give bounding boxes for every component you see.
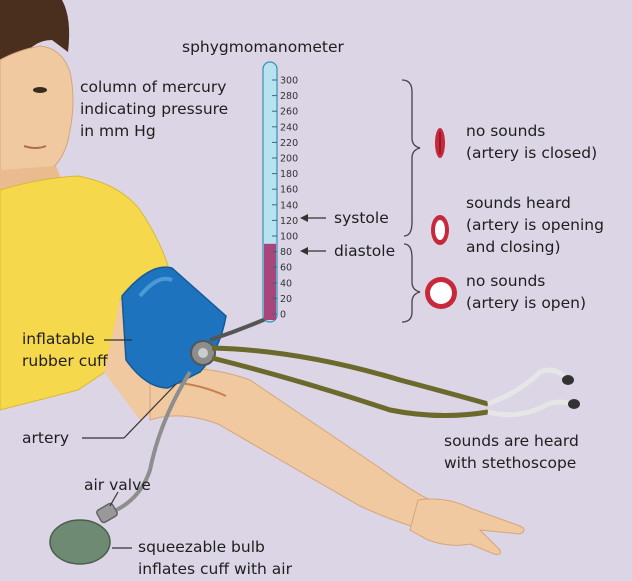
- scale-tick-label: 240: [280, 122, 298, 133]
- systole-label: systole: [334, 207, 389, 229]
- scale-tick-label: 60: [280, 263, 292, 274]
- scale-tick-label: 280: [280, 91, 298, 102]
- scale-tick-label: 120: [280, 216, 298, 227]
- mercury-column-label: column of mercury indicating pressure in…: [80, 76, 228, 142]
- scale-tick-label: 160: [280, 185, 298, 196]
- artery-open-label: no sounds (artery is open): [466, 270, 586, 314]
- scale-tick-label: 20: [280, 294, 292, 305]
- earpiece-left: [562, 375, 574, 385]
- stethoscope-headset: [488, 370, 572, 414]
- systole-arrowhead: [300, 214, 308, 222]
- scale-tick-label: 200: [280, 154, 298, 165]
- scale-tick-label: 100: [280, 232, 298, 243]
- scale-tick-label: 40: [280, 278, 292, 289]
- scale-tick-label: 260: [280, 107, 298, 118]
- eye: [33, 87, 47, 93]
- scale-tick-label: 180: [280, 169, 298, 180]
- cuff-label: inflatable rubber cuff: [22, 328, 108, 372]
- scale-tick-label: 140: [280, 200, 298, 211]
- bulb-label: squeezable bulb inflates cuff with air: [138, 536, 292, 580]
- artery-opening-label: sounds heard (artery is opening and clos…: [466, 192, 604, 258]
- scale-tick-label: 80: [280, 247, 292, 258]
- scale-tick-label: 0: [280, 310, 286, 321]
- diastole-arrowhead: [300, 247, 308, 255]
- brace-bottom: [402, 244, 420, 322]
- artery-closed-label: no sounds (artery is closed): [466, 120, 597, 164]
- artery-opening-lumen: [435, 220, 445, 240]
- artery-label: artery: [22, 427, 69, 449]
- diastole-label: diastole: [334, 240, 395, 262]
- air-valve-label: air valve: [84, 474, 151, 496]
- mercury-column: [264, 244, 276, 320]
- air-valve[interactable]: [96, 502, 119, 523]
- scale-tick-label: 300: [280, 76, 298, 87]
- squeeze-bulb[interactable]: [50, 520, 110, 564]
- hand: [410, 499, 524, 555]
- sphygmomanometer: 3002802602402202001801601401201008060402…: [263, 62, 298, 322]
- cuff-connector-inner: [198, 348, 208, 358]
- stethoscope-label: sounds are heard with stethoscope: [444, 430, 579, 474]
- forearm: [150, 368, 430, 528]
- scale-tick-label: 220: [280, 138, 298, 149]
- title: sphygmomanometer: [182, 36, 344, 58]
- artery-open-lumen: [430, 282, 452, 304]
- face: [0, 46, 73, 176]
- earpiece-right: [568, 399, 580, 409]
- brace-top: [402, 80, 420, 236]
